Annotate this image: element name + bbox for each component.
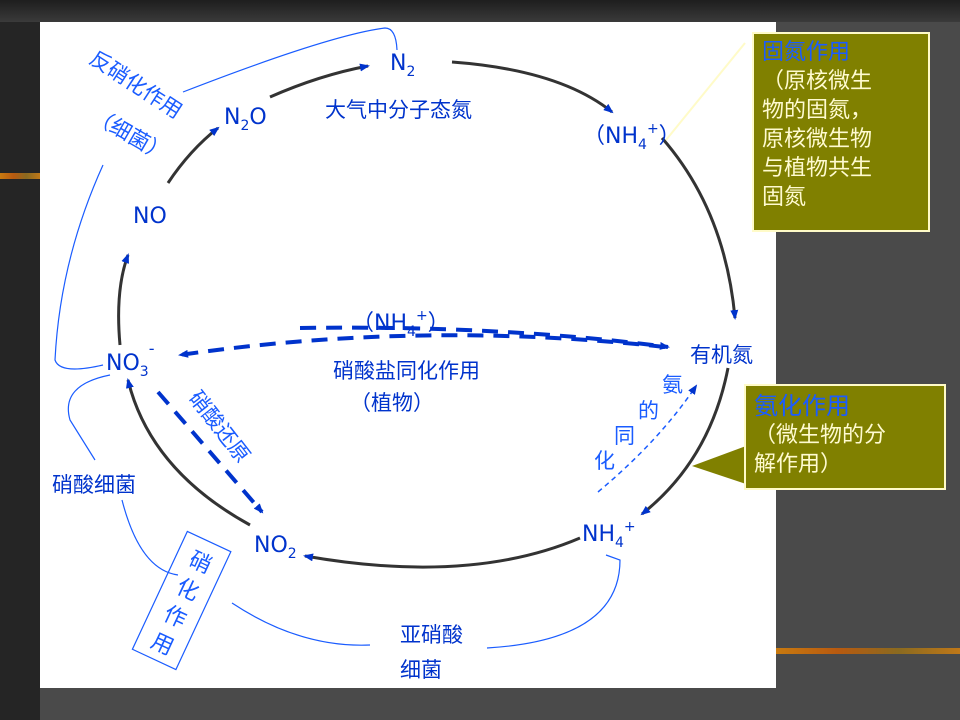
nitrification-char: 作 [159,602,190,634]
ammonia-assimilation-char: 的 [638,399,659,423]
arrow-no-to-n2o [166,126,220,184]
node-n2o: N2O [224,105,267,134]
dashed-arrows [156,325,670,514]
ammonia-assimilation-char: 氨 [662,373,683,397]
cycle-arrows [117,60,739,569]
nitrate-bacteria-label: 硝酸细菌 [52,473,136,497]
node-nh4-bottom: NH4+ [582,519,636,551]
nitrification-box: 硝 化 作 用 [131,530,232,671]
arrow-organic-to-nh4 [640,367,730,516]
arrow-n2o-to-n2 [269,63,370,99]
arrow-no2-to-no3 [126,378,251,527]
arrow-n2-to-nh4 [451,60,614,114]
node-n2: N2 [390,51,415,80]
callout-ammonification: 氨化作用 （微生物的分 解作用） [744,384,946,490]
callout-line: （原核微生 [762,69,873,94]
callout-pointer [665,42,746,141]
callout-line: 固氮 [762,185,807,210]
callout-pointer [692,446,746,484]
nitrification-char: 用 [147,629,178,661]
nitrification-char: 化 [172,575,203,607]
arrow-ammonia-assimilation [597,384,698,493]
callout-line: 物的固氮， [762,98,873,123]
arrow-nh4-to-no2 [303,536,581,569]
node-no2: NO2 [254,533,297,562]
nitrate-reduction-label: 硝酸还原 [184,386,255,467]
node-nh4-mid: （NH4+） [352,308,450,340]
callout-title: 氨化作用 [754,392,850,420]
node-organic-n: 有机氮 [690,343,753,367]
ammonia-assimilation-char: 化 [594,449,615,473]
left-band [0,22,40,720]
nitrite-bacteria-label: 亚硝酸 [400,623,463,647]
ammonia-assimilation-char: 同 [614,424,635,448]
callout-line: 解作用） [754,452,843,477]
callout-line: （微生物的分 [754,423,887,448]
n2-label: 大气中分子态氮 [325,98,472,122]
node-no3: NO3- [106,339,154,380]
top-band [0,0,960,22]
bracket-curves [54,27,621,649]
arrow-no3-to-no [117,253,130,346]
nitrate-assimilation-sub: （植物） [350,391,434,415]
arrow-assimilation-to-organic [299,325,670,350]
callout-fixation: 固氮作用 （原核微生 物的固氮， 原核微生物 与植物共生 固氮 [752,32,930,232]
slide-panel [40,22,776,688]
decor-strip [776,648,960,654]
nitrification-char: 硝 [185,547,216,579]
nitrite-bacteria-label: 细菌 [400,658,442,682]
callout-line: 与植物共生 [762,156,873,181]
arrow-nh4-to-organic [660,137,739,320]
callout-line: 原核微生物 [762,127,873,152]
arrow-nitrate-reduction [156,390,264,514]
nitrate-assimilation-label: 硝酸盐同化作用 [333,359,480,383]
callout-title: 固氮作用 [762,40,851,65]
node-no: NO [133,204,167,229]
node-nh4-top: （NH4+） [583,121,681,153]
decor-strip [0,173,40,179]
